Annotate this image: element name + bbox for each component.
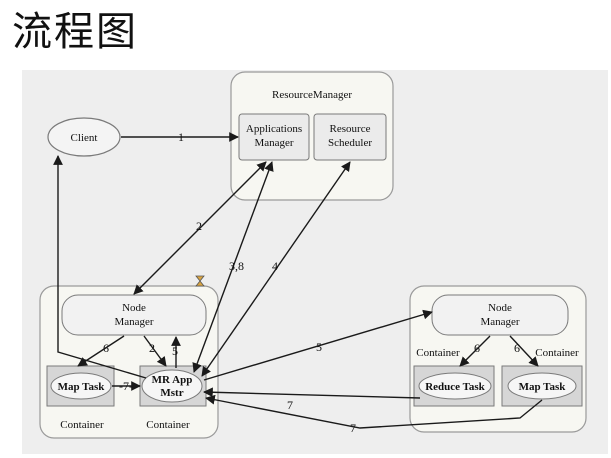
label-7-upper: 7 bbox=[287, 398, 293, 412]
arrow-4 bbox=[201, 161, 351, 377]
right-map-task-label: Map Task bbox=[519, 381, 567, 393]
resource-manager-title: ResourceManager bbox=[272, 89, 352, 101]
arrows bbox=[53, 132, 543, 429]
label-2: 2 bbox=[196, 219, 202, 233]
label-6-reduce: 6 bbox=[474, 341, 480, 355]
label-2-inner: 2 bbox=[149, 341, 155, 355]
hourglass-icon bbox=[195, 275, 205, 287]
resource-scheduler-label-2: Scheduler bbox=[328, 137, 372, 149]
slide-title: 流程图 bbox=[12, 9, 138, 55]
right-container-label-2: Container bbox=[535, 347, 579, 359]
resource-scheduler-label-1: Resource bbox=[330, 123, 371, 135]
left-container-label-2: Container bbox=[146, 419, 190, 431]
reduce-task bbox=[418, 372, 492, 400]
client-node: Client bbox=[47, 117, 121, 157]
right-node-box: Node Manager Container Container Reduce … bbox=[409, 285, 587, 433]
arrow-client-return bbox=[53, 155, 147, 379]
label-6-left: 6 bbox=[103, 341, 109, 355]
label-5-right: 5 bbox=[316, 340, 322, 354]
left-map-task-label: Map Task bbox=[58, 381, 106, 393]
arrow-2-inner bbox=[143, 335, 167, 367]
label-7-inner: -7- bbox=[119, 379, 133, 393]
left-node-manager-box bbox=[61, 294, 207, 336]
resource-manager-box: ResourceManager Applications Manager Res… bbox=[230, 71, 394, 201]
arrow-7-lower bbox=[205, 394, 543, 429]
arrow-6-map bbox=[509, 335, 539, 367]
resource-scheduler-box bbox=[313, 113, 387, 161]
arrow-7-upper bbox=[203, 387, 421, 399]
right-node-manager-box bbox=[431, 294, 569, 336]
right-node-manager-label-1: Node bbox=[488, 302, 512, 314]
left-map-task bbox=[50, 372, 112, 400]
mr-app-master-label-1: MR App bbox=[152, 374, 193, 386]
left-node-box: Node Manager Map Task MR App Mstr Contai… bbox=[39, 285, 219, 439]
arrow-6-reduce bbox=[459, 335, 491, 367]
left-container-label-1: Container bbox=[60, 419, 104, 431]
mr-app-master bbox=[141, 369, 203, 403]
reduce-task-label: Reduce Task bbox=[425, 381, 485, 393]
applications-manager-label-2: Manager bbox=[254, 137, 293, 149]
label-1: 1 bbox=[178, 130, 184, 144]
arrow-6-left bbox=[77, 335, 125, 367]
right-container-label-1: Container bbox=[416, 347, 460, 359]
applications-manager-label-1: Applications bbox=[246, 123, 302, 135]
right-node-manager-label-2: Manager bbox=[480, 316, 519, 328]
left-node-manager-label-1: Node bbox=[122, 302, 146, 314]
label-7-lower: 7 bbox=[350, 421, 356, 435]
right-map-task bbox=[507, 372, 577, 400]
arrow-5-right bbox=[203, 309, 433, 381]
client-label: Client bbox=[71, 132, 98, 144]
label-3-8: 3,8 bbox=[229, 259, 244, 273]
label-6-map: 6 bbox=[514, 341, 520, 355]
left-node-manager-label-2: Manager bbox=[114, 316, 153, 328]
label-5-top: 5 bbox=[172, 344, 178, 358]
label-4: 4 bbox=[272, 259, 278, 273]
mr-app-master-label-2: Mstr bbox=[160, 387, 183, 399]
applications-manager-box bbox=[238, 113, 310, 161]
